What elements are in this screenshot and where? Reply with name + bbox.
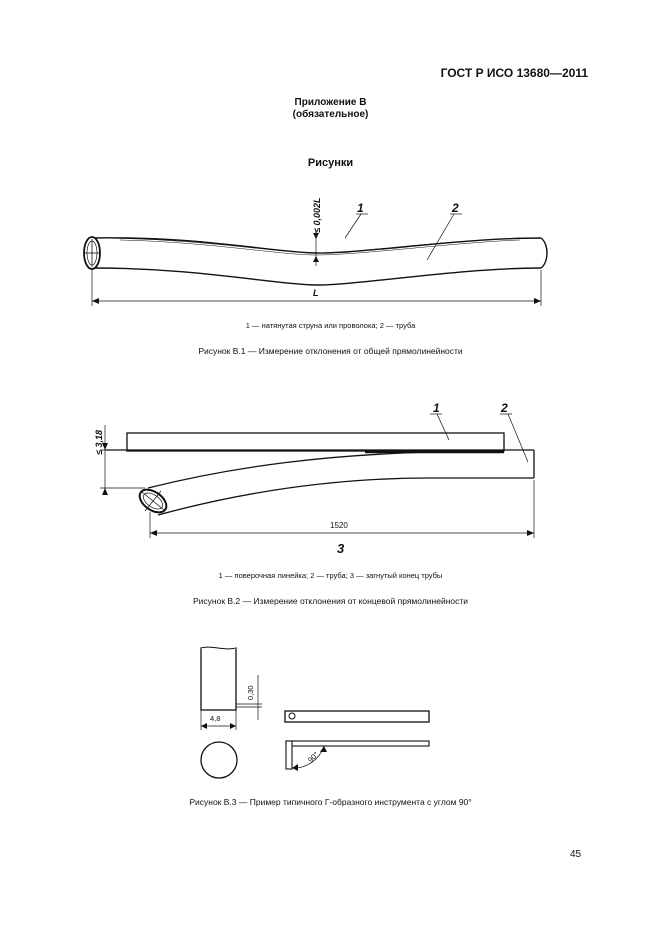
fig1-caption: Рисунок В.1 — Измерение отклонения от об… — [198, 346, 463, 356]
page-number: 45 — [570, 849, 582, 860]
fig1-callout-1: 1 — [357, 201, 364, 215]
appendix-title: Приложение В — [294, 97, 367, 108]
fig1-length-label: L — [313, 288, 319, 298]
fig3-width-label: 4,8 — [210, 714, 221, 723]
document-header: ГОСТ Р ИСО 13680—2011 — [440, 66, 588, 80]
fig2-legend: 1 — поверочная линейка; 2 — труба; 3 — з… — [218, 571, 443, 580]
fig3-thickness-label: 0,30 — [246, 685, 255, 700]
fig2-callout-2: 2 — [501, 401, 508, 415]
fig2-callout-1: 1 — [433, 401, 440, 415]
fig1-tube-right-end — [540, 237, 548, 269]
fig3-tool-l-shape — [285, 740, 430, 747]
section-title: Рисунки — [307, 157, 354, 169]
fig2-tube-bottom — [157, 477, 431, 516]
fig2-caption: Рисунок В.2 — Измерение отклонения от ко… — [192, 596, 469, 606]
fig2-callout-3: 3 — [337, 541, 345, 556]
fig1-tube-bottom — [91, 267, 542, 286]
appendix-status: (обязательное) — [292, 109, 369, 120]
fig2-length-label: 1520 — [330, 521, 348, 530]
fig3-tool-section — [200, 741, 238, 779]
fig2-straightedge — [126, 432, 505, 452]
fig1-callout-2: 2 — [452, 201, 459, 215]
fig3-caption: Рисунок В.3 — Пример типичного Г-образно… — [189, 797, 472, 807]
fig2-tube-top — [147, 451, 431, 489]
fig1-legend: 1 — натянутая струна или проволока; 2 — … — [245, 321, 416, 330]
fig3-tool-top — [284, 710, 430, 723]
fig3-tool-side — [200, 647, 237, 711]
